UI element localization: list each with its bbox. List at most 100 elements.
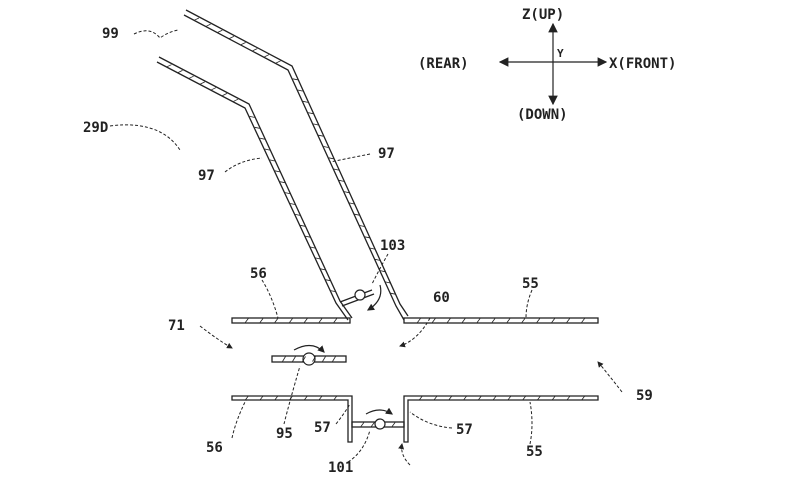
leader-56-top: [261, 279, 279, 319]
hatch-mark: [282, 356, 286, 362]
hatch-mark: [418, 395, 423, 401]
hatch-mark: [302, 100, 308, 103]
hatch-mark: [308, 112, 314, 115]
hatch-mark: [252, 48, 258, 52]
leader-56-bottom: [231, 399, 247, 439]
duct-wall-hatching: [166, 17, 396, 295]
hatch-mark: [315, 257, 321, 260]
ref-99: 99: [102, 26, 119, 42]
hatch-mark: [477, 395, 482, 401]
hatch-mark: [200, 81, 205, 85]
leader-57-right: [409, 411, 453, 429]
lower-wall-55: [403, 395, 599, 443]
hatch-mark: [390, 292, 396, 295]
hatch-mark: [551, 318, 556, 323]
damper-95-rotation-arrow: [293, 344, 325, 353]
airflow-arrow-60: [399, 317, 431, 348]
ref-60: 60: [433, 290, 450, 306]
axis-up-label: Z(UP): [522, 7, 564, 23]
hatch-mark: [313, 123, 319, 126]
hatch-mark: [303, 318, 308, 323]
hatch-mark: [290, 203, 295, 205]
hatch-mark: [364, 236, 370, 239]
damper-95-pivot: [302, 352, 316, 366]
hatch-mark: [312, 356, 316, 362]
upper-wall-55: [403, 317, 599, 324]
hatch-mark: [322, 356, 326, 362]
damper-101: [351, 407, 405, 430]
ref-59: 59: [636, 388, 653, 404]
axis-down-label: (DOWN): [517, 107, 568, 123]
leader-95: [283, 365, 301, 425]
ref-29d: 29D: [83, 120, 108, 136]
damper-95: [271, 344, 347, 366]
leader-101: [347, 429, 371, 463]
hatch-mark: [259, 318, 264, 323]
hatch-mark: [385, 281, 391, 284]
hatch-mark: [417, 318, 421, 323]
hatch-mark: [292, 356, 296, 362]
damper-103-pivot: [354, 289, 366, 301]
ref-71: 71: [168, 318, 185, 334]
hatch-mark: [269, 159, 275, 162]
damper-103: [339, 284, 382, 311]
hatch-mark: [551, 395, 556, 401]
hatch-mark: [229, 36, 235, 39]
hatch-mark: [323, 146, 329, 148]
hatch-mark: [492, 395, 497, 401]
hatch-mark: [330, 290, 336, 292]
hatch-mark: [332, 356, 336, 362]
hatch-mark: [506, 318, 511, 323]
hatch-mark: [461, 318, 466, 323]
hatch-mark: [333, 395, 338, 401]
hatch-mark: [249, 116, 255, 118]
ref-97-right: 97: [378, 146, 395, 162]
leader-97-left: [224, 157, 263, 173]
hatch-mark: [217, 29, 223, 33]
hatch-mark: [205, 23, 211, 27]
hatch-mark: [222, 93, 228, 96]
hatch-mark: [354, 213, 360, 216]
hatch-mark: [292, 78, 298, 81]
hatch-mark: [233, 98, 239, 102]
hatch-mark: [463, 395, 467, 401]
hatch-mark: [537, 395, 541, 401]
hatch-mark: [369, 247, 375, 250]
hatch-mark: [507, 395, 512, 401]
ref-97-left: 97: [198, 168, 215, 184]
leader-103: [371, 253, 389, 285]
hatch-mark: [491, 318, 496, 323]
hatch-mark: [521, 318, 526, 323]
hatch-mark: [581, 395, 586, 401]
upper-wall-56: [231, 317, 351, 324]
hatch-mark: [360, 422, 365, 427]
hatch-mark: [325, 279, 331, 282]
hatch-mark: [310, 246, 316, 249]
hatch-mark: [446, 318, 451, 323]
airflow-arrow-71: [199, 325, 233, 349]
hatch-mark: [275, 60, 281, 64]
ref-55-top: 55: [522, 276, 539, 292]
axis-y-label: Y: [557, 47, 564, 60]
leader-55-top: [525, 289, 533, 319]
hatch-mark: [254, 126, 260, 129]
hatch-mark: [320, 268, 326, 271]
leader-99: [133, 29, 179, 39]
hatch-mark: [177, 70, 183, 73]
hatch-mark: [244, 318, 249, 323]
axis-front-label: X(FRONT): [609, 56, 676, 72]
hatch-mark: [284, 192, 290, 194]
damper-103-rotation-arrow: [366, 284, 382, 311]
leader-55-bottom: [529, 401, 533, 445]
damper-101-pivot: [374, 418, 386, 430]
ref-95: 95: [276, 426, 293, 442]
hatch-mark: [264, 54, 270, 58]
ref-57-left: 57: [314, 420, 331, 436]
hatch-mark: [240, 42, 246, 45]
hatch-mark: [259, 395, 264, 401]
damper-101-rotation-arrow: [365, 407, 393, 415]
hatch-mark: [274, 318, 279, 323]
hatch-mark: [380, 270, 386, 273]
hatch-mark: [333, 168, 339, 171]
